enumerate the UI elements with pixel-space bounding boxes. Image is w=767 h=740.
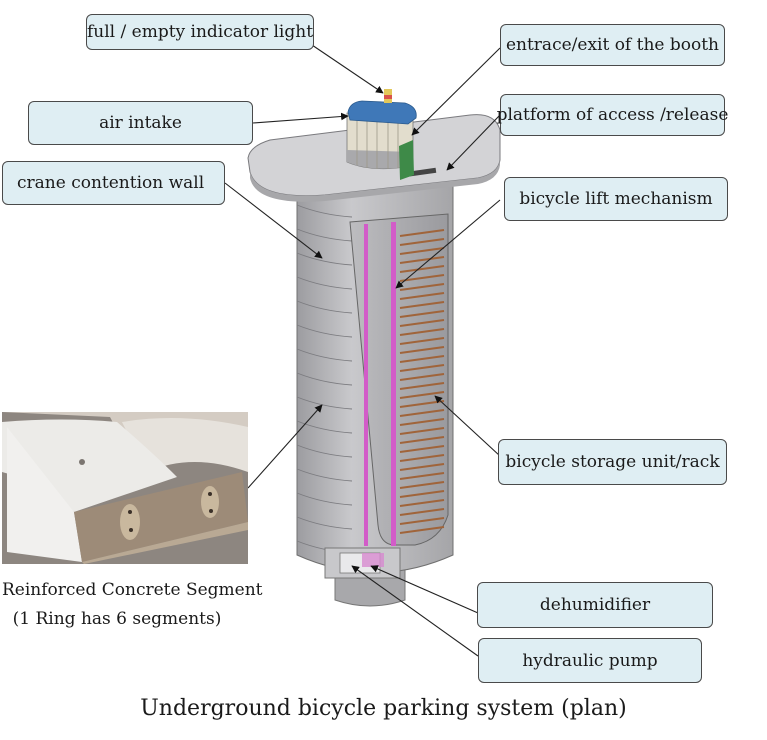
booth-door <box>399 140 414 180</box>
bicycle-rack-slot <box>399 292 445 300</box>
bicycle-rack-slot <box>399 319 445 327</box>
bicycle-rack-slot <box>399 247 445 255</box>
label-platform: platform of access /release <box>497 94 728 136</box>
bicycle-rack-slot <box>399 526 445 534</box>
leader-storage <box>434 395 501 457</box>
bicycle-rack-slot <box>399 382 445 390</box>
segment-ring-line <box>296 324 353 338</box>
cutaway-interior <box>349 213 449 546</box>
bicycle-rack-slot <box>399 427 445 435</box>
leader-lift <box>395 199 501 289</box>
bicycle-rack-slot <box>399 463 445 471</box>
label-storage-rack: bicycle storage unit/rack <box>498 439 727 485</box>
leader-crane-wall <box>224 182 323 259</box>
leader-segment <box>247 404 323 489</box>
lift-rail-right <box>391 222 396 546</box>
bicycle-rack-slot <box>399 256 445 264</box>
leader-indicator-light <box>311 44 384 94</box>
leader-pump <box>351 565 479 657</box>
leader-platform <box>446 114 501 171</box>
segment-ring-line <box>296 468 353 482</box>
bicycle-rack-slot <box>399 229 445 237</box>
concrete-segment-photo <box>2 412 248 564</box>
bicycle-rack-slot <box>399 373 445 381</box>
label-hydraulic-pump: hydraulic pump <box>478 638 702 683</box>
leader-entrance <box>411 47 501 136</box>
bicycle-rack-slot <box>399 445 445 453</box>
label-crane-wall: crane contention wall <box>2 161 225 205</box>
bicycle-rack-slot <box>399 481 445 489</box>
bicycle-rack-slot <box>399 283 445 291</box>
leader-air-intake <box>252 112 349 124</box>
bicycle-rack-slot <box>399 310 445 318</box>
leader-lines <box>224 44 501 657</box>
segment-ring-line <box>296 252 353 266</box>
segment-ring-line <box>296 204 353 218</box>
entry-booth <box>346 89 417 180</box>
segment-ring-line <box>296 228 353 242</box>
segment-ring-line <box>296 348 353 362</box>
segment-ring-line <box>296 492 353 506</box>
bicycle-rack-slot <box>399 508 445 516</box>
booth-roof <box>347 100 417 125</box>
bicycle-rack-slot <box>399 328 445 336</box>
bicycle-rack-slot <box>399 409 445 417</box>
segment-ring-line <box>296 420 353 434</box>
segment-ring-line <box>296 372 353 386</box>
segment-ring-line <box>296 396 353 410</box>
bicycle-racks <box>399 229 445 534</box>
label-entrance-exit: entrace/exit of the booth <box>500 24 725 66</box>
bicycle-rack-slot <box>399 265 445 273</box>
bicycle-rack-slot <box>399 436 445 444</box>
bicycle-rack-slot <box>399 364 445 372</box>
lift-rail-left <box>364 224 368 546</box>
bicycle-rack-slot <box>399 355 445 363</box>
bicycle-rack-slot <box>399 346 445 354</box>
shaft-base <box>334 569 406 607</box>
bicycle-rack-slot <box>399 301 445 309</box>
bicycle-rack-slot <box>399 499 445 507</box>
label-air-intake: air intake <box>28 101 253 145</box>
figure-caption: Underground bicycle parking system (plan… <box>140 696 627 721</box>
segment-ring-line <box>296 444 353 458</box>
segment-ring-line <box>296 300 353 314</box>
bicycle-rack-slot <box>399 391 445 399</box>
label-lift-mechanism: bicycle lift mechanism <box>504 177 728 221</box>
label-indicator-light: full / empty indicator light <box>86 14 314 50</box>
bicycle-rack-slot <box>399 337 445 345</box>
bicycle-rack-slot <box>399 238 445 246</box>
bicycle-rack-slot <box>399 418 445 426</box>
bicycle-rack-slot <box>399 454 445 462</box>
bicycle-rack-slot <box>399 517 445 525</box>
label-dehumidifier: dehumidifier <box>477 582 713 628</box>
photo-caption-title: Reinforced Concrete Segment <box>2 580 263 600</box>
bicycle-rack-slot <box>399 472 445 480</box>
photo-caption-note: (1 Ring has 6 segments) <box>12 609 222 629</box>
leader-dehumidifier <box>370 565 479 614</box>
bicycle-rack-slot <box>399 490 445 498</box>
bicycle-rack-slot <box>399 274 445 282</box>
segment-ring-line <box>296 516 353 530</box>
segment-ring-line <box>296 276 353 290</box>
